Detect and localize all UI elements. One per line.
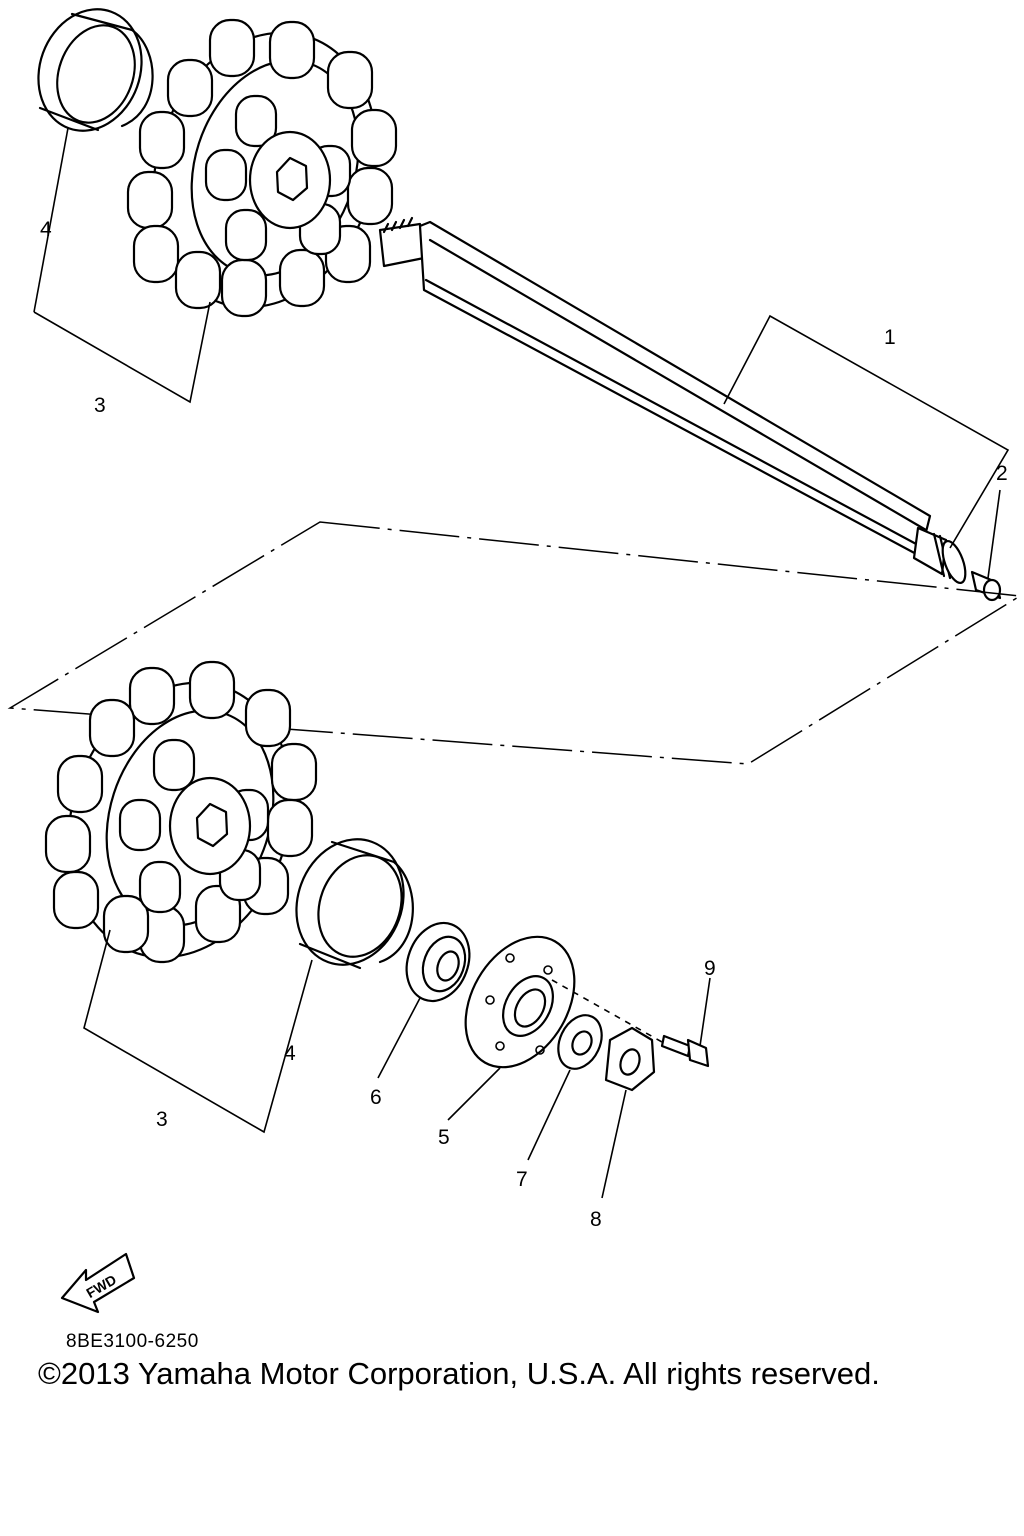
sprocket-bottom bbox=[44, 660, 318, 964]
spacer-top bbox=[37, 8, 154, 132]
bearing bbox=[405, 921, 471, 1003]
spacer-bottom bbox=[295, 838, 414, 970]
shaft-plug bbox=[970, 570, 1002, 602]
callout-5: 5 bbox=[438, 1126, 450, 1149]
callout-1: 1 bbox=[884, 326, 896, 349]
shaft bbox=[378, 216, 967, 585]
bearing-housing bbox=[464, 935, 576, 1069]
washer bbox=[557, 1014, 603, 1070]
nut bbox=[604, 1026, 656, 1092]
callout-4-top: 4 bbox=[40, 218, 52, 241]
fwd-arrow-icon: FWD bbox=[60, 1252, 136, 1314]
diagram-code: 8BE3100-6250 bbox=[66, 1331, 199, 1352]
callout-8: 8 bbox=[590, 1208, 602, 1231]
assembly-guide-line bbox=[7, 521, 1023, 765]
copyright-notice: ©2013 Yamaha Motor Corporation, U.S.A. A… bbox=[38, 1356, 880, 1391]
callout-4-bottom: 4 bbox=[284, 1042, 296, 1065]
callout-3-bottom: 3 bbox=[156, 1108, 168, 1131]
leader-lines bbox=[33, 127, 1010, 1199]
callout-7: 7 bbox=[516, 1168, 528, 1191]
callout-2: 2 bbox=[996, 462, 1008, 485]
callout-9: 9 bbox=[704, 957, 716, 980]
callout-6: 6 bbox=[370, 1086, 382, 1109]
callout-3-top: 3 bbox=[94, 394, 106, 417]
sprocket-top bbox=[126, 18, 398, 318]
